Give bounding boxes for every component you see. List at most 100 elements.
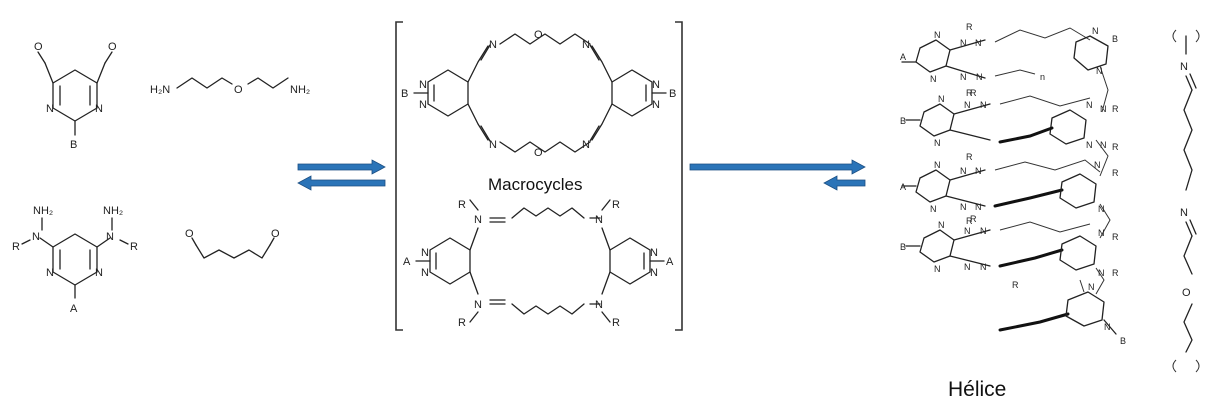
atom-A: A [70, 303, 78, 315]
atom-N: N [960, 202, 967, 212]
atom-O: O [534, 29, 543, 41]
atom-N: N [1088, 282, 1095, 292]
equilibrium-arrows-2 [689, 159, 866, 191]
bracket-right [675, 21, 683, 331]
atom-N: N [652, 79, 660, 91]
reagent-dihydrazino-pyrimidine: NH₂ NH₂ N N R R N N A [12, 205, 138, 315]
atom-N: N [980, 226, 987, 236]
atom-N: N [964, 100, 971, 110]
atom-O: O [534, 147, 543, 159]
atom-H2N: H₂N [150, 84, 170, 96]
atom-N: N [474, 299, 482, 311]
atom-NH2: NH₂ [33, 205, 53, 217]
atom-N: N [1098, 268, 1105, 278]
atom-N: N [975, 38, 982, 48]
reagent-glutaraldehyde: O O [185, 228, 280, 259]
atom-R: R [612, 199, 620, 211]
atom-B: B [900, 116, 906, 126]
atom-B: B [900, 242, 906, 252]
atom-N: N [489, 39, 497, 51]
atom-O: O [271, 228, 280, 240]
atom-N: N [421, 247, 429, 259]
atom-N: N [582, 39, 590, 51]
atom-N: N [934, 30, 941, 40]
atom-N: N [419, 79, 427, 91]
label-macrocycles: Macrocycles [488, 175, 582, 194]
macrocycle-top: N N O N N O N N N N B B [401, 29, 676, 159]
atom-N: N [1092, 26, 1099, 36]
atom-N: N [1100, 104, 1107, 114]
atom-N: N [95, 267, 103, 279]
atom-N: N [1100, 140, 1107, 150]
atom-R: R [1112, 104, 1119, 114]
atom-N: N [419, 99, 427, 111]
atom-A: A [900, 52, 906, 62]
atom-N: N [650, 267, 658, 279]
atom-R: R [970, 214, 977, 224]
atom-N: N [95, 103, 103, 115]
atom-N: N [975, 202, 982, 212]
atom-N: N [980, 100, 987, 110]
atom-O: O [34, 41, 43, 53]
atom-A: A [900, 182, 906, 192]
atom-N: N [1086, 140, 1093, 150]
atom-N: N [975, 166, 982, 176]
atom-N: N [650, 247, 658, 259]
atom-R: R [1012, 280, 1019, 290]
atom-R: R [966, 152, 973, 162]
atom-N: N [46, 267, 54, 279]
atom-N: N [1098, 204, 1105, 214]
atom-NH2: NH₂ [103, 205, 123, 217]
atom-N: N [964, 226, 971, 236]
atom-N: N [1096, 66, 1103, 76]
atom-N: N [930, 74, 937, 84]
atom-R: R [1112, 168, 1119, 178]
atom-R: R [1112, 142, 1119, 152]
label-helice: Hélice [948, 378, 1006, 401]
atom-R: R [966, 22, 973, 32]
atom-N: N [938, 220, 945, 230]
reagent-diamine-ether: H₂N O NH₂ [150, 77, 310, 96]
atom-B: B [401, 88, 408, 100]
atom-N: N [652, 99, 660, 111]
atom-N: N [1098, 228, 1105, 238]
atom-N: N [1180, 207, 1188, 219]
atom-R: R [612, 317, 620, 329]
atom-N: N [106, 231, 114, 243]
atom-R: R [966, 216, 973, 226]
atom-N: N [32, 231, 40, 243]
atom-N: N [960, 38, 967, 48]
atom-A: A [403, 256, 411, 268]
helix-structure: A N N N N R N N R n N B N B N N N N R N … [900, 22, 1126, 346]
atom-N: N [595, 299, 603, 311]
atom-N: N [980, 262, 987, 272]
reagent-dialdehyde-pyrimidine: O O N N B [34, 41, 117, 151]
atom-N: N [489, 139, 497, 151]
atom-N: N [960, 166, 967, 176]
atom-N: N [938, 94, 945, 104]
atom-N: N [934, 160, 941, 170]
macrocycle-bottom: N N R R N N R R N N N N A A [403, 199, 674, 329]
equilibrium-arrows-1 [297, 159, 386, 191]
atom-B: B [1112, 34, 1118, 44]
bracket-left [395, 21, 403, 331]
atom-R: R [12, 241, 20, 253]
atom-N: N [595, 214, 603, 226]
atom-O: O [1182, 287, 1191, 299]
atom-O: O [234, 84, 243, 96]
atom-N: N [1086, 100, 1093, 110]
atom-A: A [666, 256, 674, 268]
atom-R: R [458, 199, 466, 211]
atom-N: N [1180, 61, 1188, 73]
atom-NH2: NH₂ [290, 84, 310, 96]
atom-R: R [1112, 268, 1119, 278]
atom-N: N [976, 72, 983, 82]
atom-O: O [185, 228, 194, 240]
polymer-strand: N N O [1172, 29, 1200, 373]
atom-n: n [1040, 72, 1045, 82]
atom-R: R [130, 241, 138, 253]
atom-N: N [964, 262, 971, 272]
atom-B: B [70, 139, 77, 151]
atom-N: N [474, 214, 482, 226]
